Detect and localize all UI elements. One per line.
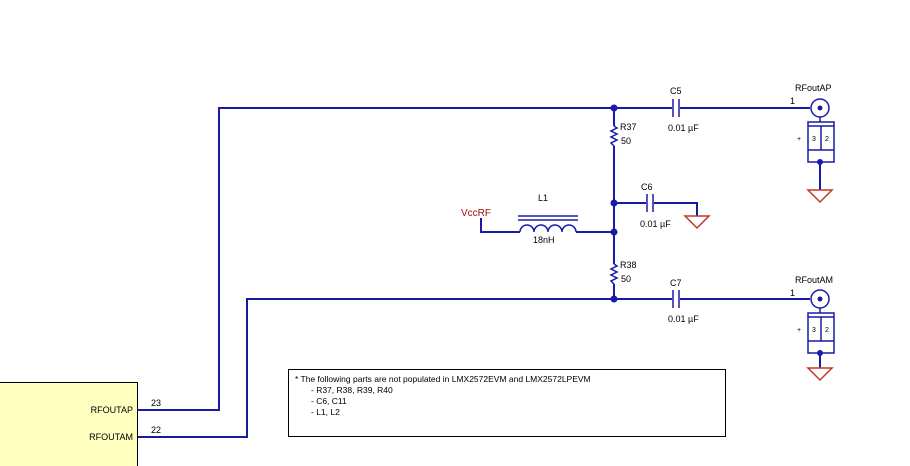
resistor-r37: [609, 125, 619, 147]
junctions: [610, 104, 618, 303]
vccrf-label: VccRF: [461, 208, 491, 219]
ic-block: RFOUTAP RFOUTAM: [0, 382, 138, 466]
connector-top-pin: 1: [790, 96, 795, 106]
note-item-resistors: - R37, R38, R39, R40: [311, 385, 393, 395]
junction-bottom: [610, 295, 618, 303]
ground-icon-connector-bottom: [806, 367, 834, 382]
connector-rfoutap: [807, 98, 835, 165]
inductor-l1: [518, 215, 578, 233]
note-heading: * The following parts are not populated …: [295, 374, 591, 384]
wire-c6-right: [654, 202, 698, 216]
wire-rfoutap: [138, 107, 614, 411]
ic-pin-rfoutap: RFOUTAP: [90, 405, 133, 415]
connector-top-pin2: 2: [825, 136, 829, 143]
c5-ref: C5: [670, 86, 682, 96]
connector-bottom-plus: +: [797, 327, 801, 334]
wire-vcc: [480, 218, 520, 233]
c6-ref: C6: [641, 182, 653, 192]
c6-value: 0.01 µF: [640, 219, 671, 229]
c7-value: 0.01 µF: [668, 314, 699, 324]
connector-top-label: RFoutAP: [795, 83, 832, 93]
connector-rfoutam: [807, 289, 835, 356]
ground-icon-c6: [683, 215, 711, 230]
wire-rfoutam: [138, 298, 614, 438]
ic-pin-rfoutam: RFOUTAM: [89, 432, 133, 442]
l1-value: 18nH: [533, 235, 555, 245]
c7-ref: C7: [670, 278, 682, 288]
junction-l1: [610, 228, 618, 236]
r38-ref: R38: [620, 260, 637, 270]
note-item-capacitors: - C6, C11: [311, 396, 347, 406]
junction-top: [610, 104, 618, 112]
capacitor-c5: [672, 99, 680, 117]
connector-bottom-pin: 1: [790, 288, 795, 298]
c5-value: 0.01 µF: [668, 123, 699, 133]
r38-value: 50: [621, 274, 631, 284]
connector-top-pin3: 3: [812, 136, 816, 143]
capacitor-c6: [646, 194, 654, 212]
note-item-inductors: - L1, L2: [311, 407, 340, 417]
resistor-r38: [609, 263, 619, 285]
wires: [138, 107, 810, 438]
capacitor-c7: [672, 290, 680, 308]
connector-bottom-pin3: 3: [812, 327, 816, 334]
note-box: * The following parts are not populated …: [288, 369, 726, 437]
ic-pin-number-22: 22: [151, 425, 161, 435]
r37-value: 50: [621, 136, 631, 146]
ic-pin-number-23: 23: [151, 398, 161, 408]
r37-ref: R37: [620, 122, 637, 132]
connector-bottom-pin2: 2: [825, 327, 829, 334]
connector-bottom-label: RFoutAM: [795, 275, 833, 285]
junction-c6: [610, 199, 618, 207]
ground-icon-connector-top: [806, 189, 834, 204]
l1-ref: L1: [538, 193, 548, 203]
connector-top-plus: +: [797, 136, 801, 143]
